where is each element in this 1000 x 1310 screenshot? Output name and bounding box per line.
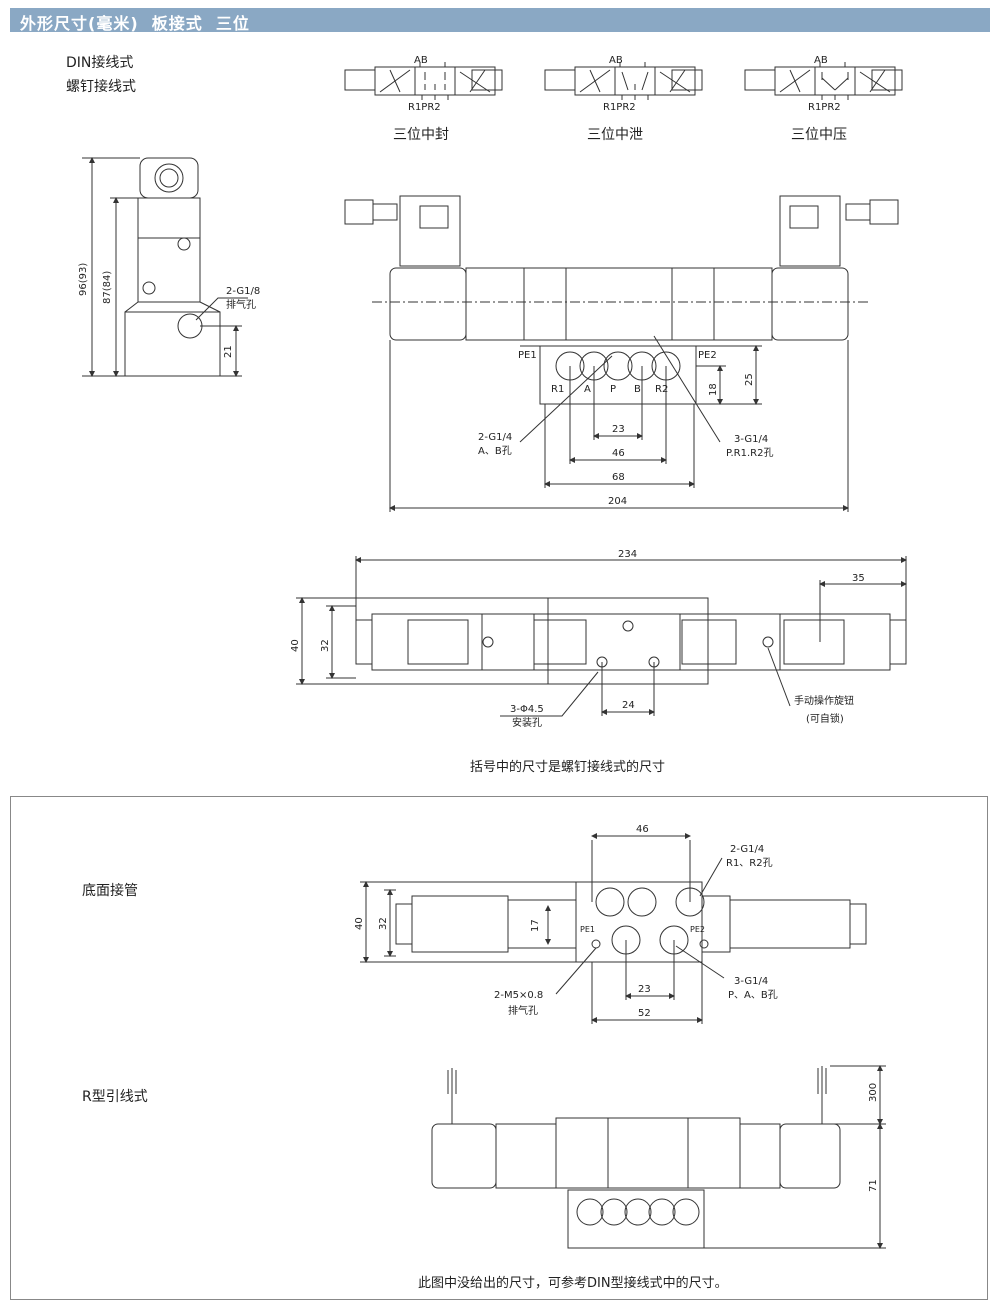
exhaust-spec: 2-G1/8	[226, 286, 260, 297]
dim-top-32: 32	[320, 639, 331, 652]
symbol-title-pressure: 三位中压	[791, 127, 847, 143]
dim-bottom-52: 52	[638, 1008, 651, 1019]
screw-label: 螺钉接线式	[66, 79, 136, 95]
ab-port-spec: 2-G1/4	[478, 432, 512, 443]
port-a: A	[584, 384, 591, 395]
pe2-label: PE2	[698, 350, 717, 361]
port-p: P	[610, 384, 616, 395]
din-label: DIN接线式	[66, 55, 134, 71]
sym3-ab: AB	[814, 55, 828, 66]
port-r2: R2	[655, 384, 668, 395]
symbol-title-exhaust: 三位中泄	[587, 127, 643, 143]
dim-rtype-71: 71	[868, 1179, 879, 1192]
r-port-spec: 2-G1/4	[730, 844, 764, 855]
dim-96: 96(93)	[78, 263, 89, 296]
dim-87: 87(84)	[102, 271, 113, 304]
pe1-label: PE1	[518, 350, 537, 361]
bottom-pe1: PE1	[580, 925, 595, 934]
lower-panel	[10, 796, 988, 1300]
front-view	[344, 195, 899, 512]
dim-front-68: 68	[612, 472, 625, 483]
mount-hole-spec: 3-Φ4.5	[510, 704, 544, 715]
dim-rtype-300: 300	[868, 1083, 879, 1102]
port-b: B	[634, 384, 641, 395]
valve-symbol-closed	[344, 62, 503, 100]
rtype-view	[431, 1065, 886, 1249]
dim-top-35: 35	[852, 573, 865, 584]
r-port-name: R1、R2孔	[726, 857, 773, 869]
dim-front-204: 204	[608, 496, 627, 507]
dim-21: 21	[223, 345, 234, 358]
top-view	[296, 556, 907, 717]
manual-knob-name: 手动操作旋钮	[794, 694, 854, 707]
dim-top-234: 234	[618, 549, 637, 560]
dim-bottom-32: 32	[378, 917, 389, 930]
manual-knob-note: (可自锁)	[806, 712, 844, 725]
note-bottom: 此图中没给出的尺寸，可参考DIN型接线式中的尺寸。	[418, 1276, 728, 1291]
p-port-spec: 3-G1/4	[734, 976, 768, 987]
exhaust-name: 排气孔	[226, 298, 256, 311]
dim-front-18: 18	[708, 383, 719, 396]
dim-front-25: 25	[744, 373, 755, 386]
pr-port-name: P.R1.R2孔	[726, 447, 773, 459]
pr-port-spec: 3-G1/4	[734, 434, 768, 445]
note-top: 括号中的尺寸是螺钉接线式的尺寸	[470, 760, 666, 775]
sym3-ports: R1PR2	[808, 102, 841, 113]
bottom-view	[360, 833, 867, 1024]
rtype-label: R型引线式	[82, 1089, 148, 1105]
sym2-ab: AB	[609, 55, 623, 66]
dim-front-23: 23	[612, 424, 625, 435]
dim-bottom-17: 17	[530, 919, 541, 932]
sym1-ports: R1PR2	[408, 102, 441, 113]
p-port-name: P、A、B孔	[728, 989, 778, 1001]
mount-hole-name: 安装孔	[512, 716, 542, 729]
valve-symbol-pressure	[744, 62, 903, 100]
port-r1: R1	[551, 384, 564, 395]
symbol-title-closed: 三位中封	[393, 127, 449, 143]
dim-bottom-23: 23	[638, 984, 651, 995]
sym2-ports: R1PR2	[603, 102, 636, 113]
dim-front-46: 46	[612, 448, 625, 459]
dim-top-40: 40	[290, 639, 301, 652]
m5-name: 排气孔	[508, 1004, 538, 1017]
side-view	[82, 157, 248, 377]
dim-bottom-46: 46	[636, 824, 649, 835]
bottom-pe2: PE2	[690, 925, 705, 934]
dim-top-24: 24	[622, 700, 635, 711]
sym1-ab: AB	[414, 55, 428, 66]
valve-symbol-exhaust	[544, 62, 703, 100]
section-title: 外形尺寸(毫米) 板接式 三位	[20, 14, 250, 33]
ab-port-name: A、B孔	[478, 445, 512, 457]
section-header: 外形尺寸(毫米) 板接式 三位	[10, 8, 990, 33]
dim-bottom-40: 40	[354, 917, 365, 930]
m5-spec: 2-M5×0.8	[494, 990, 543, 1001]
bottom-label: 底面接管	[82, 883, 138, 899]
